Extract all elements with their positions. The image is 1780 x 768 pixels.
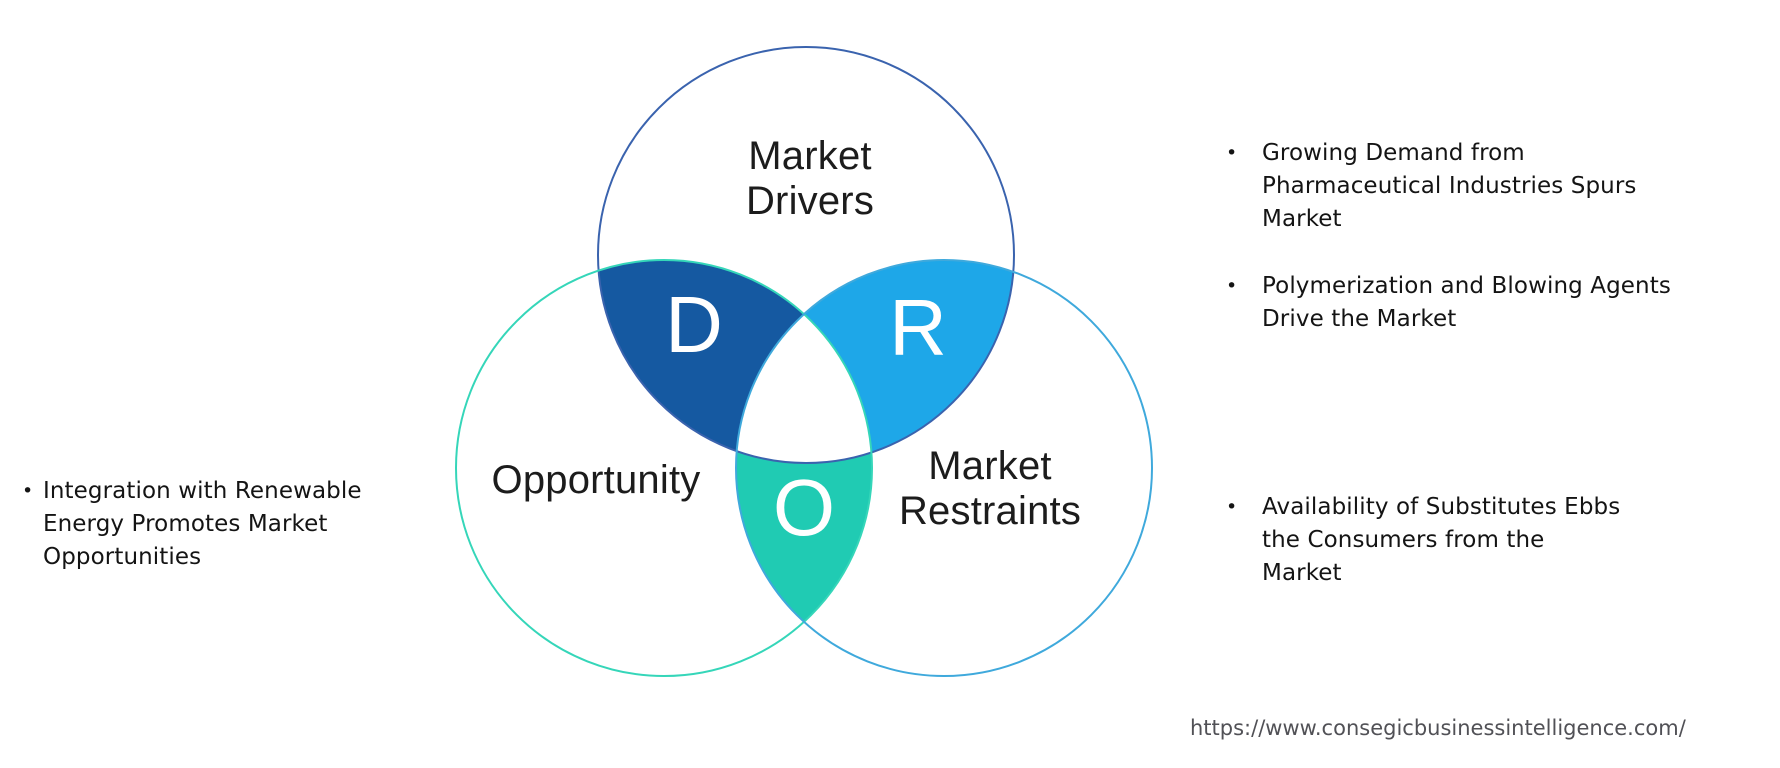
note-line: Pharmaceutical Industries Spurs <box>1262 173 1637 199</box>
note-driver-2: • Polymerization and Blowing Agents Driv… <box>1226 270 1756 336</box>
note-opportunity: • Integration with Renewable Energy Prom… <box>22 475 412 574</box>
restraints-label-line2: Restraints <box>898 489 1082 533</box>
note-text: Availability of Substitutes Ebbs the Con… <box>1262 491 1620 590</box>
note-line: Integration with Renewable <box>43 478 362 504</box>
note-text: Growing Demand from Pharmaceutical Indus… <box>1262 137 1636 236</box>
note-line: Polymerization and Blowing Agents <box>1262 273 1671 299</box>
venn-region-o <box>736 260 872 676</box>
bullet-dot: • <box>22 480 34 502</box>
drivers-label: Market Drivers <box>660 134 960 224</box>
note-line: Drive the Market <box>1262 306 1457 332</box>
note-driver-1: • Growing Demand from Pharmaceutical Ind… <box>1226 137 1756 236</box>
note-line: Energy Promotes Market <box>43 511 328 537</box>
bullet-dot: • <box>1226 142 1238 164</box>
bullet-dot: • <box>1226 496 1238 518</box>
source-url: https://www.consegicbusinessintelligence… <box>1190 716 1686 740</box>
note-line: Growing Demand from <box>1262 140 1525 166</box>
note-line: Market <box>1262 206 1342 232</box>
note-text: Polymerization and Blowing Agents Drive … <box>1262 270 1671 336</box>
note-line: Opportunities <box>43 544 202 570</box>
drivers-circle-outline <box>597 46 1015 464</box>
letter-o: O <box>772 463 836 552</box>
opportunity-circle-outline <box>455 259 873 677</box>
drivers-label-line2: Drivers <box>745 179 875 223</box>
venn-region-o-fill <box>736 260 872 676</box>
restraints-label-line1: Market <box>928 444 1052 488</box>
drivers-label-line1: Market <box>748 134 872 178</box>
letter-r: R <box>889 283 947 372</box>
restraints-circle-outline <box>735 259 1153 677</box>
letter-d: D <box>665 280 723 369</box>
note-line: Market <box>1262 560 1342 586</box>
note-text: Integration with Renewable Energy Promot… <box>43 475 362 574</box>
opportunity-label: Opportunity <box>491 458 701 502</box>
restraints-label: Market Restraints <box>840 444 1140 534</box>
note-line: the Consumers from the <box>1262 527 1545 553</box>
bullet-dot: • <box>1226 275 1238 297</box>
note-restraint-1: • Availability of Substitutes Ebbs the C… <box>1226 491 1756 590</box>
note-line: Availability of Substitutes Ebbs <box>1262 494 1621 520</box>
